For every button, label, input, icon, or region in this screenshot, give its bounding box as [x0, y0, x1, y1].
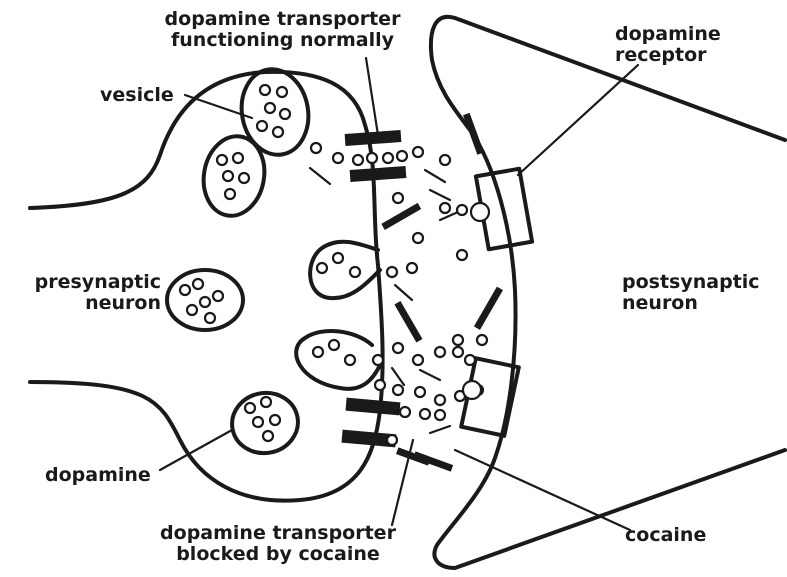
dopamine-molecule — [239, 173, 249, 183]
vesicle-top — [235, 64, 315, 160]
dopamine-molecule — [263, 431, 273, 441]
dopamine-molecule — [350, 267, 360, 277]
dopamine-molecule — [270, 415, 280, 425]
label-receptor-line2: receptor — [615, 45, 721, 66]
dopamine-molecule — [440, 203, 450, 213]
label-postsynaptic-line1: postsynaptic — [622, 272, 760, 293]
label-presynaptic-line1: presynaptic — [13, 272, 161, 293]
dopamine-molecule — [387, 267, 397, 277]
bound-dopamine-ring — [463, 381, 481, 399]
dopamine-molecule — [457, 250, 467, 260]
dopamine-molecule — [260, 85, 270, 95]
dopamine-molecule — [373, 355, 383, 365]
dopamine-molecule — [383, 153, 393, 163]
dopamine-molecule — [280, 109, 290, 119]
dopamine-molecule — [225, 189, 235, 199]
dopamine-molecule — [353, 155, 363, 165]
dopamine-molecule — [457, 205, 467, 215]
dopamine-molecule — [407, 263, 417, 273]
dopamine-molecule — [329, 340, 339, 350]
dopamine-molecule — [420, 409, 430, 419]
dopamine-molecule — [387, 435, 397, 445]
leader-lines — [160, 58, 638, 530]
dopamine-molecule — [233, 153, 243, 163]
dopamine-molecule — [393, 343, 403, 353]
dopamine-molecule — [217, 155, 227, 165]
dopamine-molecule — [465, 355, 475, 365]
dopamine-molecule — [393, 385, 403, 395]
label-transporter-blocked-line1: dopamine transporter — [148, 523, 408, 544]
dopamine-molecule — [413, 355, 423, 365]
label-transporter-blocked-line2: blocked by cocaine — [148, 544, 408, 565]
dopamine-molecule — [333, 253, 343, 263]
dopamine-molecule — [311, 143, 321, 153]
label-dopamine: dopamine — [45, 465, 151, 486]
dopamine-molecule — [200, 297, 210, 307]
dopamine-molecule — [453, 335, 463, 345]
transporter-normal-top — [345, 130, 402, 146]
dopamine-molecule — [223, 171, 233, 181]
dopamine-molecule — [393, 193, 403, 203]
dopamine-molecule — [261, 397, 271, 407]
dopamine-molecule — [253, 417, 263, 427]
label-cocaine: cocaine — [625, 525, 706, 546]
dopamine-molecule — [273, 127, 283, 137]
dopamine-molecule — [375, 380, 385, 390]
dopamine-molecule — [400, 407, 410, 417]
dopamine-molecule — [435, 410, 445, 420]
dopamine-molecule — [205, 313, 215, 323]
dopamine-molecule — [397, 151, 407, 161]
dopamine-molecule — [313, 347, 323, 357]
transporter-blocked-top — [345, 398, 400, 416]
dopamine-molecule — [257, 121, 267, 131]
label-postsynaptic-line2: neuron — [622, 293, 760, 314]
label-transporter-normal-line2: functioning normally — [155, 30, 410, 51]
dopamine-molecule — [317, 263, 327, 273]
dopamine-molecule — [413, 147, 423, 157]
dopamine-molecule — [187, 305, 197, 315]
transporter-normal-bottom — [350, 166, 407, 182]
bound-dopamine-ring — [471, 203, 489, 221]
dopamine-molecule — [277, 87, 287, 97]
dopamine-molecule — [415, 387, 425, 397]
dopamine-molecule — [435, 395, 445, 405]
dopamine-molecule — [453, 347, 463, 357]
label-vesicle: vesicle — [100, 85, 174, 106]
dopamine-molecule — [180, 285, 190, 295]
dopamine-molecule — [367, 153, 377, 163]
dopamine-molecule — [245, 403, 255, 413]
dopamine-molecule — [477, 335, 487, 345]
dopamine-molecule — [435, 347, 445, 357]
dopamine-molecule — [333, 153, 343, 163]
label-presynaptic-line2: neuron — [13, 293, 161, 314]
dopamine-molecule — [345, 355, 355, 365]
vesicle-fusing-lower — [296, 331, 380, 389]
label-receptor-line1: dopamine — [615, 24, 721, 45]
label-transporter-normal-line1: dopamine transporter — [155, 9, 410, 30]
dopamine-molecule — [413, 233, 423, 243]
dopamine-molecule — [265, 103, 275, 113]
dopamine-molecule — [440, 155, 450, 165]
dopamine-molecule — [193, 279, 203, 289]
dopamine-molecule — [213, 291, 223, 301]
